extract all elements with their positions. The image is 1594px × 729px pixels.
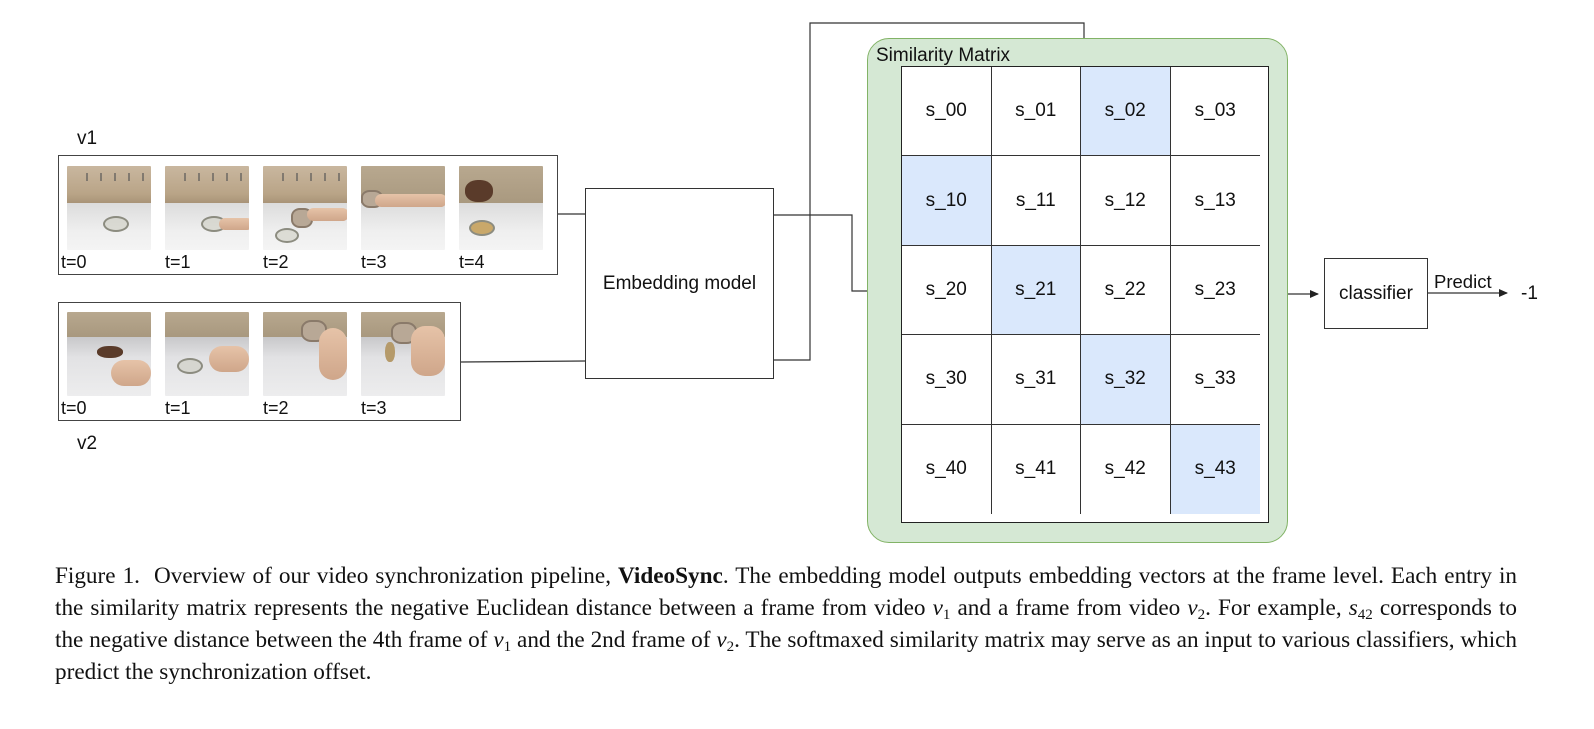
matrix-cell: s_20	[902, 245, 992, 336]
v1-frame-image	[165, 166, 249, 250]
matrix-cell: s_10	[902, 156, 992, 246]
caption-method-name: VideoSync	[618, 563, 723, 589]
v1-time-label: t=0	[61, 252, 87, 272]
v2-to-embedding-line	[460, 360, 586, 363]
caption-math: v	[493, 627, 504, 653]
predict-label: Predict	[1434, 271, 1492, 292]
v2-time-label: t=2	[263, 398, 289, 418]
v1-label: v1	[77, 128, 98, 149]
matrix-cell: s_32	[1081, 335, 1171, 425]
v2-frames-box: t=0 t=1 t=2 t=3	[58, 302, 461, 421]
matrix-cell: s_00	[902, 67, 992, 157]
caption-math-subscript: 1	[942, 607, 951, 623]
matrix-cell: s_12	[1081, 156, 1171, 246]
v1-time-label: t=2	[263, 252, 289, 272]
v2-frame-image	[361, 312, 445, 396]
caption-math-subscript: 42	[1357, 607, 1373, 623]
caption-figure-label: Figure 1.	[55, 563, 140, 589]
matrix-cell: s_01	[991, 67, 1081, 157]
caption-text: and a frame from video	[957, 595, 1181, 621]
v1-time-label: t=4	[459, 252, 485, 272]
similarity-matrix-title: Similarity Matrix	[876, 45, 1011, 66]
v1-frames-box: t=0 t=1 t=2 t=3 t=4	[58, 155, 558, 275]
figure-caption: Figure 1. Overview of our video synchron…	[55, 560, 1517, 688]
output-value: -1	[1521, 283, 1538, 304]
matrix-cell: s_22	[1081, 245, 1171, 336]
matrix-cell: s_03	[1170, 67, 1260, 157]
caption-math: v	[932, 595, 943, 621]
v2-frame-image	[165, 312, 249, 396]
matrix-cell: s_21	[991, 245, 1081, 336]
matrix-cell: s_13	[1170, 156, 1260, 246]
matrix-cell: s_33	[1170, 335, 1260, 425]
caption-math: s	[1348, 595, 1358, 621]
v2-time-label: t=0	[61, 398, 87, 418]
v1-time-label: t=1	[165, 252, 191, 272]
v1-time-label: t=3	[361, 252, 387, 272]
matrix-cell: s_31	[991, 335, 1081, 425]
matrix-cell: s_40	[902, 424, 992, 514]
embedding-to-matrix-column-arrow	[774, 22, 1088, 361]
caption-math: v	[1187, 595, 1198, 621]
v2-time-label: t=3	[361, 398, 387, 418]
matrix-cell: s_11	[991, 156, 1081, 246]
v1-frame-image	[67, 166, 151, 250]
embedding-model-box: Embedding model	[585, 188, 774, 379]
classifier-label: classifier	[1339, 282, 1413, 304]
caption-text: and the 2nd frame of	[517, 627, 711, 653]
matrix-cell: s_42	[1081, 424, 1171, 514]
matrix-cell: s_43	[1170, 424, 1260, 514]
matrix-cell: s_23	[1170, 245, 1260, 336]
matrix-cell: s_30	[902, 335, 992, 425]
caption-text: . For example,	[1205, 595, 1342, 621]
v2-label: v2	[77, 433, 98, 454]
v1-frame-image	[263, 166, 347, 250]
caption-text: corresponds to the negative distance bet…	[55, 595, 1518, 653]
caption-text: . The embedding model outputs embedding …	[55, 563, 1518, 621]
caption-math-subscript: 2	[1197, 607, 1206, 623]
v2-frame-image	[263, 312, 347, 396]
caption-text: . The softmaxed similarity matrix may se…	[55, 627, 1518, 685]
matrix-cell: s_41	[991, 424, 1081, 514]
caption-math: v	[716, 627, 727, 653]
caption-math-subscript: 2	[726, 639, 735, 655]
caption-text: Overview of our video synchronization pi…	[154, 563, 611, 589]
caption-math-subscript: 1	[503, 639, 512, 655]
v1-frame-image	[361, 166, 445, 250]
embedding-model-label: Embedding model	[602, 272, 757, 294]
v2-time-label: t=1	[165, 398, 191, 418]
v1-frame-image	[459, 166, 543, 250]
v2-frame-image	[67, 312, 151, 396]
matrix-cell: s_02	[1081, 67, 1171, 157]
classifier-box: classifier	[1324, 258, 1428, 329]
